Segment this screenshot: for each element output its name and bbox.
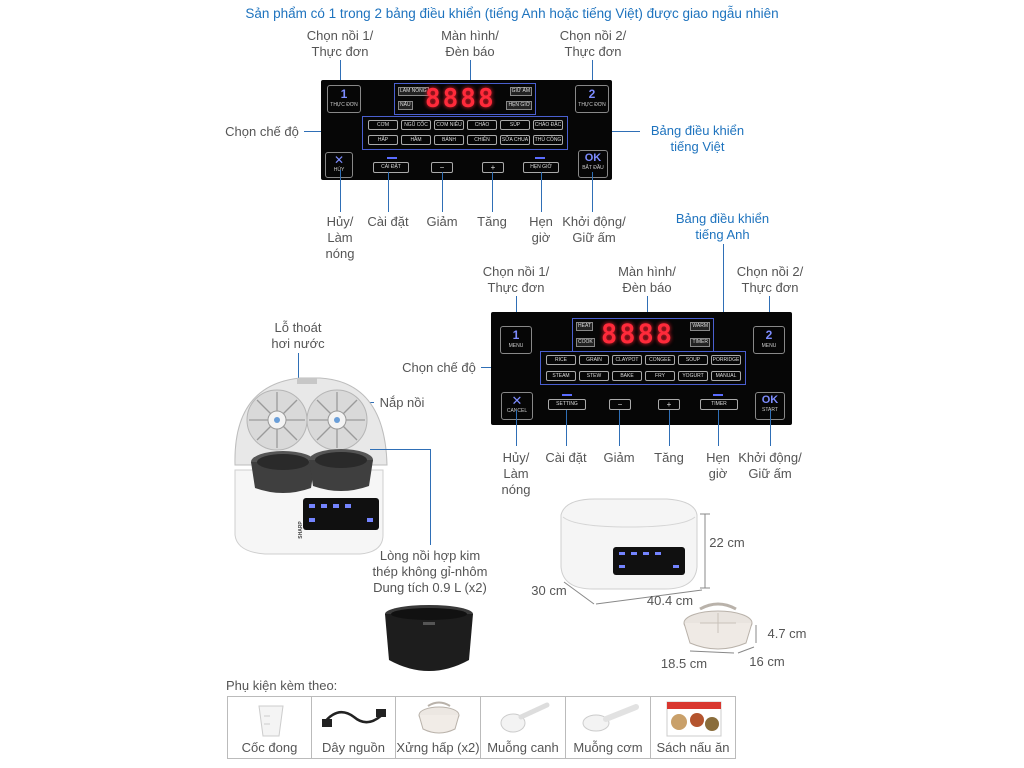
lid-callout: Nắp nồi [379,395,425,410]
rack-length: 18.5 cm [660,656,708,671]
en-pot1-callout: Chọn nồi 1/Thực đơn [482,264,550,295]
dimension-height: 22 cm [709,535,745,550]
vn-mode-button[interactable]: CHIÊN [467,135,497,145]
vn-setting-callout: Cài đặt [367,214,409,229]
rack-width: 16 cm [749,654,785,669]
open-rice-cooker-illustration [234,377,388,555]
measuring-cup-icon [258,705,284,737]
vn-mode-button[interactable]: SÚP [500,120,530,130]
dimension-width: 40.4 cm [646,593,694,608]
en-mode-button[interactable]: SOUP [678,355,708,365]
soup-ladle-icon [500,702,550,733]
en-pot2-callout: Chọn nồi 2/Thực đơn [736,264,804,295]
vn-mode-button[interactable]: BÁNH [434,135,464,145]
en-mode-button[interactable]: STEAM [546,371,576,381]
vn-cancel-button[interactable]: ✕HỦY [325,152,353,178]
vn-mode-button[interactable]: THỦ CÔNG [533,135,563,145]
vn-pot1-callout: Chọn nồi 1/Thực đơn [306,28,374,59]
en-mode-button[interactable]: GRAIN [579,355,609,365]
vn-pot2-callout: Chọn nồi 2/Thực đơn [559,28,627,59]
vn-mode-button[interactable]: CHÁO ĐẶC [533,120,563,130]
en-modes-callout: Chọn chế độ [402,360,476,375]
dimension-depth: 30 cm [531,583,567,598]
en-mode-button[interactable]: RICE [546,355,576,365]
rack-height: 4.7 cm [767,626,807,641]
vn-mode-button[interactable]: CƠM NIÊU [434,120,464,130]
brand-logo: SHARP [297,521,304,539]
en-increase-button[interactable]: + [658,399,680,410]
accessory-measuring-cup: Cốc đong [227,696,312,759]
accessory-steamer-rack: Xửng hấp (x2) [395,696,481,759]
en-mode-button[interactable]: STEW [579,371,609,381]
en-display-digits: 8888 [601,319,675,350]
en-display-callout: Màn hình/Đèn báo [618,264,676,295]
accessory-power-cord: Dây nguồn [311,696,396,759]
vn-mode-button[interactable]: HẦM [401,135,431,145]
vn-increase-button[interactable]: + [482,162,504,173]
steamer-rack-illustration [683,602,757,654]
vn-mode-button[interactable]: CƠM [368,120,398,130]
steamer-rack-icon [418,701,460,734]
vn-display: LÀM NÓNG NẤU 8888 GIỮ ẤM HẸN GIỜ [394,83,536,115]
en-setting-button[interactable]: SETTING [548,399,586,410]
en-mode-button[interactable]: YOGURT [678,371,708,381]
en-decrease-callout: Giảm [603,450,635,465]
en-mode-button[interactable]: CLAYPOT [612,355,642,365]
vn-increase-callout: Tăng [477,214,507,229]
en-decrease-button[interactable]: − [609,399,631,410]
en-increase-callout: Tăng [654,450,684,465]
vn-mode-button[interactable]: HẤP [368,135,398,145]
header-note: Sản phẩm có 1 trong 2 bảng điều khiển (t… [245,6,779,21]
en-timer-button[interactable]: TIMER [700,399,738,410]
en-setting-callout: Cài đặt [545,450,587,465]
accessory-rice-paddle: Muỗng cơm [565,696,651,759]
accessory-cookbook: Sách nấu ăn [650,696,736,759]
vn-setting-button[interactable]: CÀI ĐẶT [373,162,409,173]
cookbook-icon [666,701,722,737]
accessory-soup-ladle: Muỗng canh [480,696,566,759]
vn-start-callout: Khởi động/Giữ ấm [562,214,626,245]
vn-mode-button[interactable]: NGŨ CỐC [401,120,431,130]
vn-modes-callout: Chọn chế độ [225,124,299,139]
en-start-callout: Khởi động/Giữ ấm [738,450,802,481]
vn-mode-button[interactable]: CHÁO [467,120,497,130]
en-mode-button[interactable]: PORRIDGE [711,355,741,365]
en-mode-button[interactable]: FRY [645,371,675,381]
en-cancel-button[interactable]: ✕CANCEL [501,392,533,420]
en-mode-button[interactable]: BAKE [612,371,642,381]
en-mode-button[interactable]: MANUAL [711,371,741,381]
rice-paddle-icon [582,704,639,732]
accessories-title: Phụ kiện kèm theo: [226,678,338,693]
en-display: HEAT COOK 8888 WARM TIMER [572,318,714,352]
closed-rice-cooker-illustration [560,498,698,590]
vn-display-digits: 8888 [425,84,496,114]
en-mode-button[interactable]: CONGEE [645,355,675,365]
power-cord-icon [322,709,386,727]
vn-display-callout: Màn hình/Đèn báo [441,28,499,59]
vn-decrease-callout: Giảm [426,214,458,229]
dimension-lines [563,513,710,605]
inner-pot-illustration [385,605,473,671]
vn-mode-button[interactable]: SỮA CHUA [500,135,530,145]
